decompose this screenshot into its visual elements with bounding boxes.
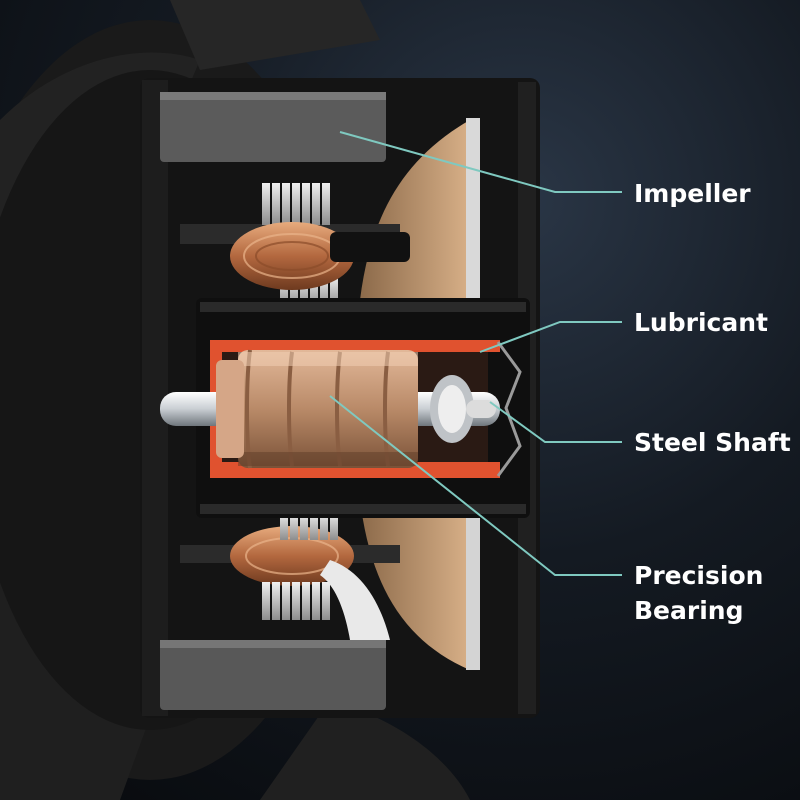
label-steel-shaft: Steel Shaft (634, 428, 791, 457)
label-precision-bearing: Precision Bearing (634, 558, 763, 628)
label-precision-bearing-line2: Bearing (634, 596, 744, 625)
leader-line-impeller (339, 131, 622, 193)
label-lubricant: Lubricant (634, 308, 768, 337)
impeller-ring (160, 92, 386, 710)
lower-stator-plates (262, 512, 338, 620)
leader-lines (329, 131, 622, 576)
lower-stator (180, 512, 400, 640)
leader-line-steel-shaft (489, 401, 622, 443)
label-precision-bearing-line1: Precision (634, 561, 764, 590)
upper-stator-plates (262, 183, 338, 306)
label-impeller: Impeller (634, 179, 751, 208)
upper-stator (180, 183, 410, 306)
leader-line-lubricant (479, 321, 622, 353)
leader-line-precision-bearing (329, 395, 622, 576)
rotor-bearing (216, 349, 418, 469)
